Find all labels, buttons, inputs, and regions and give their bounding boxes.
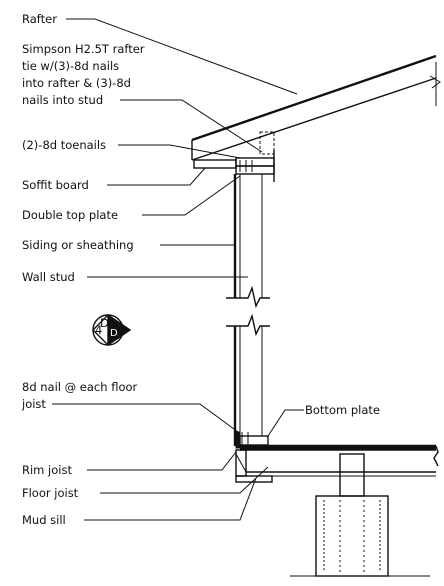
section-view-letter: D	[110, 328, 118, 339]
bottom-plate	[239, 435, 269, 446]
leader-mud-sill	[84, 477, 257, 521]
leader-top-plate	[142, 175, 241, 216]
floor-joist	[246, 471, 436, 477]
leader-rafter-tie	[120, 99, 263, 153]
wall-lower	[233, 326, 263, 446]
label-wall-stud: Wall stud	[22, 270, 75, 284]
rafter-tie	[259, 131, 275, 155]
pier-post	[339, 453, 365, 497]
label-siding: Siding or sheathing	[22, 238, 134, 252]
leader-rafter	[66, 18, 298, 95]
label-floor-joist: Floor joist	[22, 486, 79, 500]
label-rafter-tie-2: tie w/(3)-8d nails	[22, 59, 119, 73]
leader-rim-joist	[87, 451, 237, 471]
label-toenails: (2)-8d toenails	[22, 138, 106, 152]
label-floor-nail-2: joist	[21, 397, 46, 411]
leader-lines	[52, 18, 304, 521]
rim-joist	[235, 449, 247, 477]
label-mud-sill: Mud sill	[22, 513, 66, 527]
label-soffit-board: Soffit board	[22, 178, 89, 192]
mud-sill	[235, 475, 273, 483]
leader-toenails	[118, 144, 241, 159]
label-rafter-tie-1: Simpson H2.5T rafter	[22, 42, 145, 56]
rafter	[191, 54, 441, 161]
label-rafter-tie-3: into rafter & (3)-8d	[22, 76, 131, 90]
leader-floor-nail	[52, 403, 239, 433]
footing	[315, 495, 389, 577]
section-sheet-number: 4	[95, 323, 102, 337]
label-floor-nail-1: 8d nail @ each floor	[22, 380, 138, 394]
section-detail-id: D1	[100, 316, 116, 330]
floor-nails	[235, 431, 249, 449]
soffit-board	[193, 159, 237, 169]
label-double-top-plate: Double top plate	[22, 208, 118, 222]
break-lines	[226, 285, 270, 337]
label-rim-joist: Rim joist	[22, 463, 72, 477]
wall-upper	[233, 150, 275, 298]
label-rafter: Rafter	[22, 12, 57, 26]
leader-bottom-plate	[267, 409, 304, 437]
leader-soffit	[107, 167, 206, 186]
leader-floor-joist	[100, 466, 269, 494]
label-rafter-tie-4: nails into stud	[22, 93, 103, 107]
double-top-plate	[235, 157, 275, 175]
label-bottom-plate: Bottom plate	[305, 403, 380, 417]
section-marker: 4 D1 D	[92, 314, 132, 346]
subfloor	[240, 444, 439, 467]
